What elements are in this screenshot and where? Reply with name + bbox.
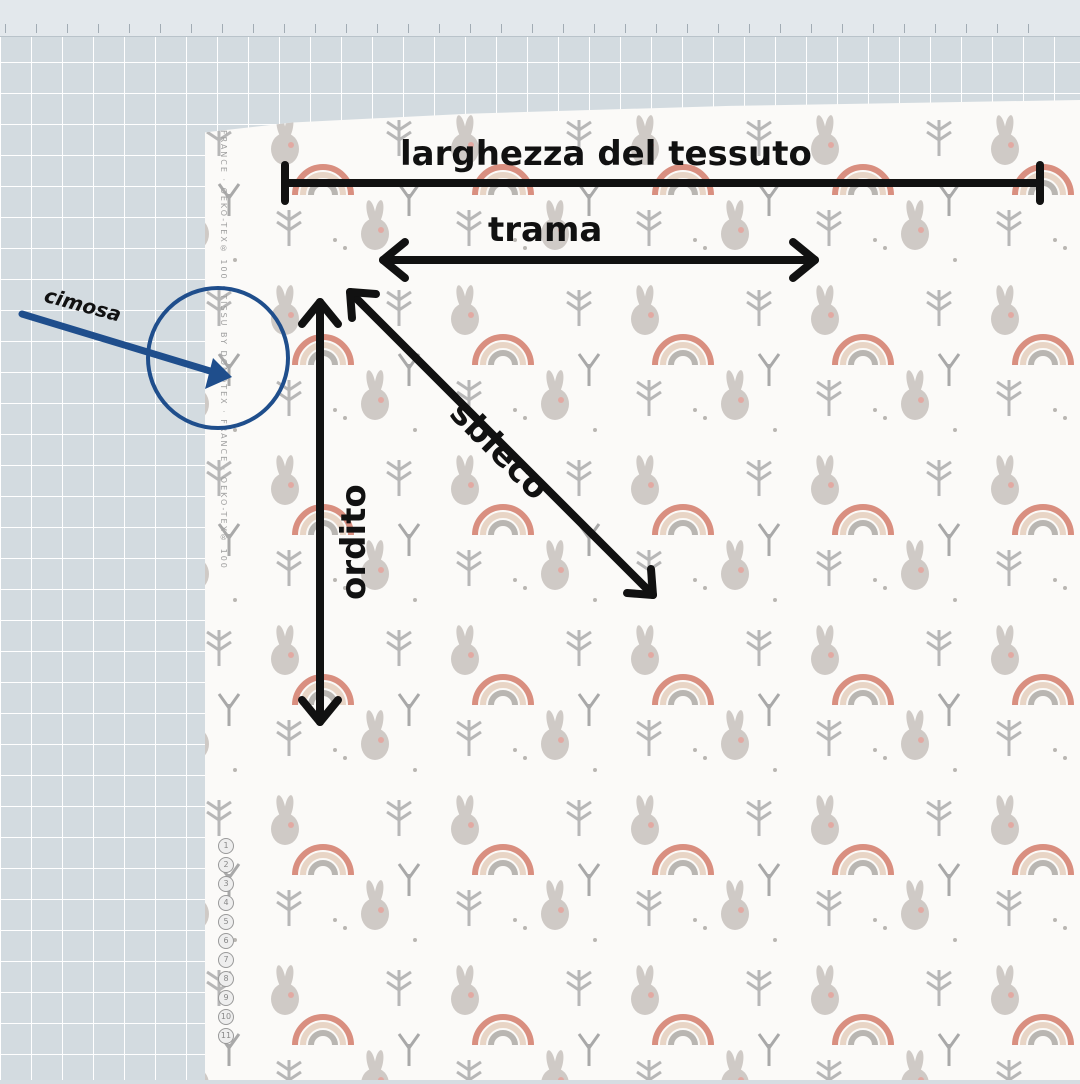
color-test-dots: 1 2 3 4 5 6 7 8 9 10 11 [218,838,236,1047]
color-dot: 6 [218,933,234,949]
ruler-tick: | [407,24,411,34]
bias-arrow-head-bottom [623,565,657,599]
ruler-tick: | [4,24,8,34]
ruler-tick: | [562,24,566,34]
weft-arrow-head-right [789,238,819,282]
ruler-tick: | [965,24,969,34]
ruler-tick: | [190,24,194,34]
ruler-tick: | [159,24,163,34]
weft-arrow-head-left [379,238,409,282]
color-dot: 1 [218,838,234,854]
color-dot: 11 [218,1028,234,1044]
ruler-tick: | [624,24,628,34]
selvedge-arrow [18,310,224,378]
ruler-tick: | [686,24,690,34]
selvedge-print: FRANCE · OEKO-TEX® 100 · TISSU BY DOMOTE… [219,130,228,570]
weft-label: trama [488,210,603,250]
color-dot: 5 [218,914,234,930]
ruler-tick: | [531,24,535,34]
ruler-tick: | [903,24,907,34]
color-dot: 7 [218,952,234,968]
ruler-tick: | [314,24,318,34]
warp-arrow-head-top [298,298,342,328]
color-dot: 2 [218,857,234,873]
ruler-tick: | [345,24,349,34]
ruler-tick: | [841,24,845,34]
ruler-tick: | [934,24,938,34]
color-dot: 3 [218,876,234,892]
warp-label: ordito [334,484,374,600]
ruler-tick: | [593,24,597,34]
ruler-tick: | [500,24,504,34]
ruler-tick: | [66,24,70,34]
ruler-tick: | [779,24,783,34]
ruler-tick: | [748,24,752,34]
ruler-tick: | [810,24,814,34]
color-dot: 10 [218,1009,234,1025]
ruler-tick: | [469,24,473,34]
bias-arrow-head-top [346,288,380,322]
ruler-tick: | [283,24,287,34]
mat-ruler: | | | | | | | | | | | | | | | | | | | | | | | | | | | | | | | | | | [0,0,1080,37]
ruler-tick: | [128,24,132,34]
bias-arrow [346,288,657,599]
color-dot: 9 [218,990,234,1006]
ruler-tick: | [252,24,256,34]
fabric-width-label: larghezza del tessuto [400,134,812,174]
color-dot: 8 [218,971,234,987]
ruler-tick: | [438,24,442,34]
ruler-tick: | [655,24,659,34]
selvedge-circle [146,286,290,430]
selvedge-arrow-head [205,358,232,389]
color-dot: 4 [218,895,234,911]
ruler-tick: | [97,24,101,34]
ruler-tick: | [35,24,39,34]
ruler-tick: | [996,24,1000,34]
ruler-tick: | [717,24,721,34]
ruler-tick: | [872,24,876,34]
ruler-tick: | [376,24,380,34]
ruler-tick: | [1027,24,1031,34]
warp-arrow-head-bottom [298,696,342,726]
ruler-tick: | [221,24,225,34]
